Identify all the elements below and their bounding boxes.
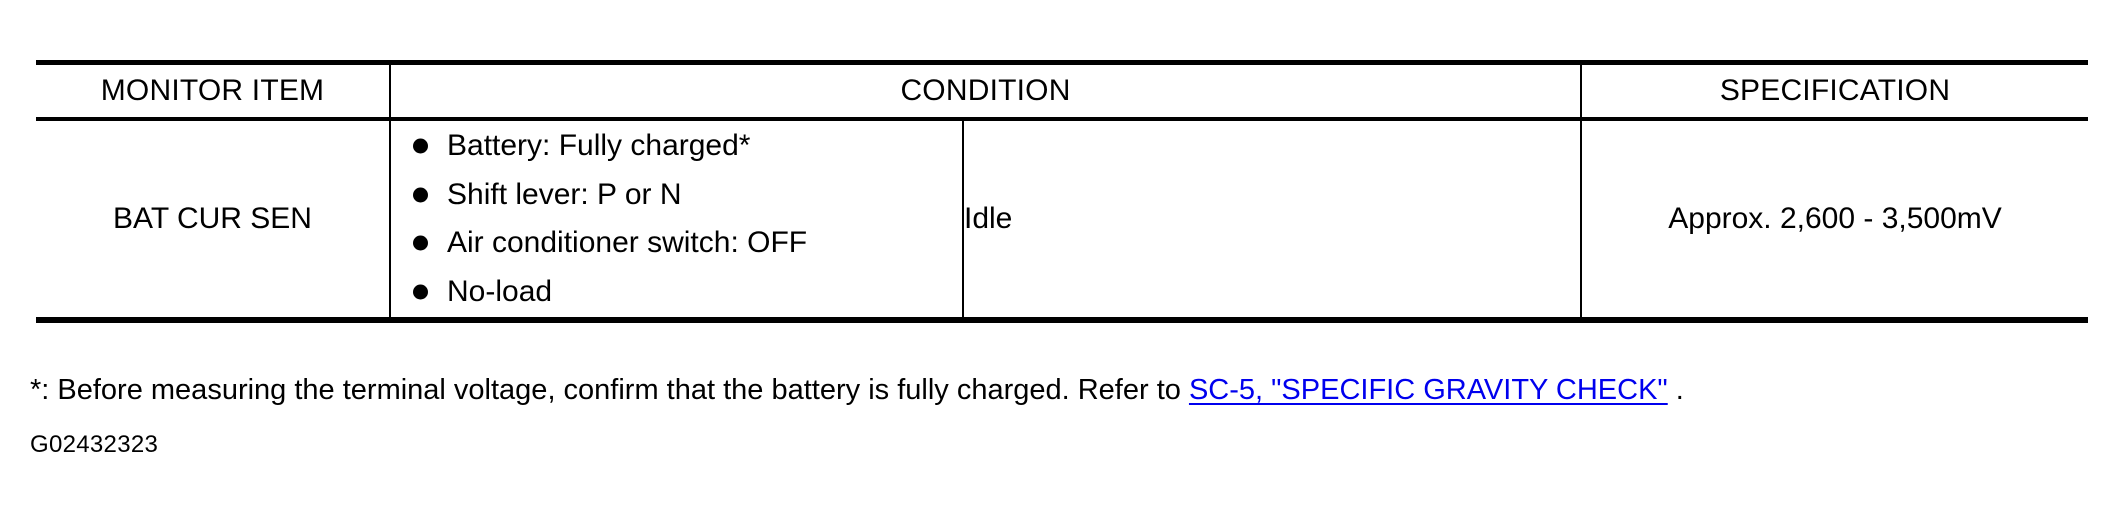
list-item-label: Shift lever: P or N	[447, 177, 682, 211]
column-header-condition: CONDITION	[390, 60, 1583, 121]
bullet-icon	[413, 235, 428, 251]
bullet-icon	[413, 284, 428, 300]
column-header-monitor-item: MONITOR ITEM	[36, 60, 391, 121]
list-item: No-load	[413, 272, 962, 313]
cell-monitor-item: BAT CUR SEN	[36, 119, 391, 323]
list-item: Shift lever: P or N	[413, 175, 962, 216]
cell-condition-state: Idle	[963, 119, 1583, 323]
table-row: BAT CUR SEN Battery: Fully charged* Shif…	[36, 119, 2089, 323]
list-item-label: Air conditioner switch: OFF	[447, 226, 808, 259]
bullet-icon	[413, 187, 428, 203]
list-item-label: No-load	[447, 274, 553, 308]
list-item: Air conditioner switch: OFF	[413, 223, 962, 264]
cell-specification-value: Approx. 2,600 - 3,500mV	[1581, 119, 2089, 323]
column-header-specification: SPECIFICATION	[1581, 60, 2089, 121]
list-item: Battery: Fully charged*	[413, 126, 962, 167]
footnote: *: Before measuring the terminal voltage…	[30, 373, 1684, 408]
footnote-period: .	[1675, 374, 1684, 406]
cross-reference-link[interactable]: SC-5, "SPECIFIC GRAVITY CHECK"	[1188, 374, 1668, 406]
monitor-item-specification-table: MONITOR ITEM CONDITION SPECIFICATION BAT…	[36, 60, 2089, 323]
list-item-label: Battery: Fully charged*	[447, 129, 751, 162]
figure-id: G02432323	[30, 431, 159, 458]
footnote-text: *: Before measuring the terminal voltage…	[30, 374, 1189, 406]
table-header-row: MONITOR ITEM CONDITION SPECIFICATION	[36, 60, 2089, 121]
condition-bullet-list: Battery: Fully charged* Shift lever: P o…	[391, 122, 962, 316]
bullet-icon	[413, 138, 428, 154]
cell-condition-bullets: Battery: Fully charged* Shift lever: P o…	[390, 119, 964, 323]
